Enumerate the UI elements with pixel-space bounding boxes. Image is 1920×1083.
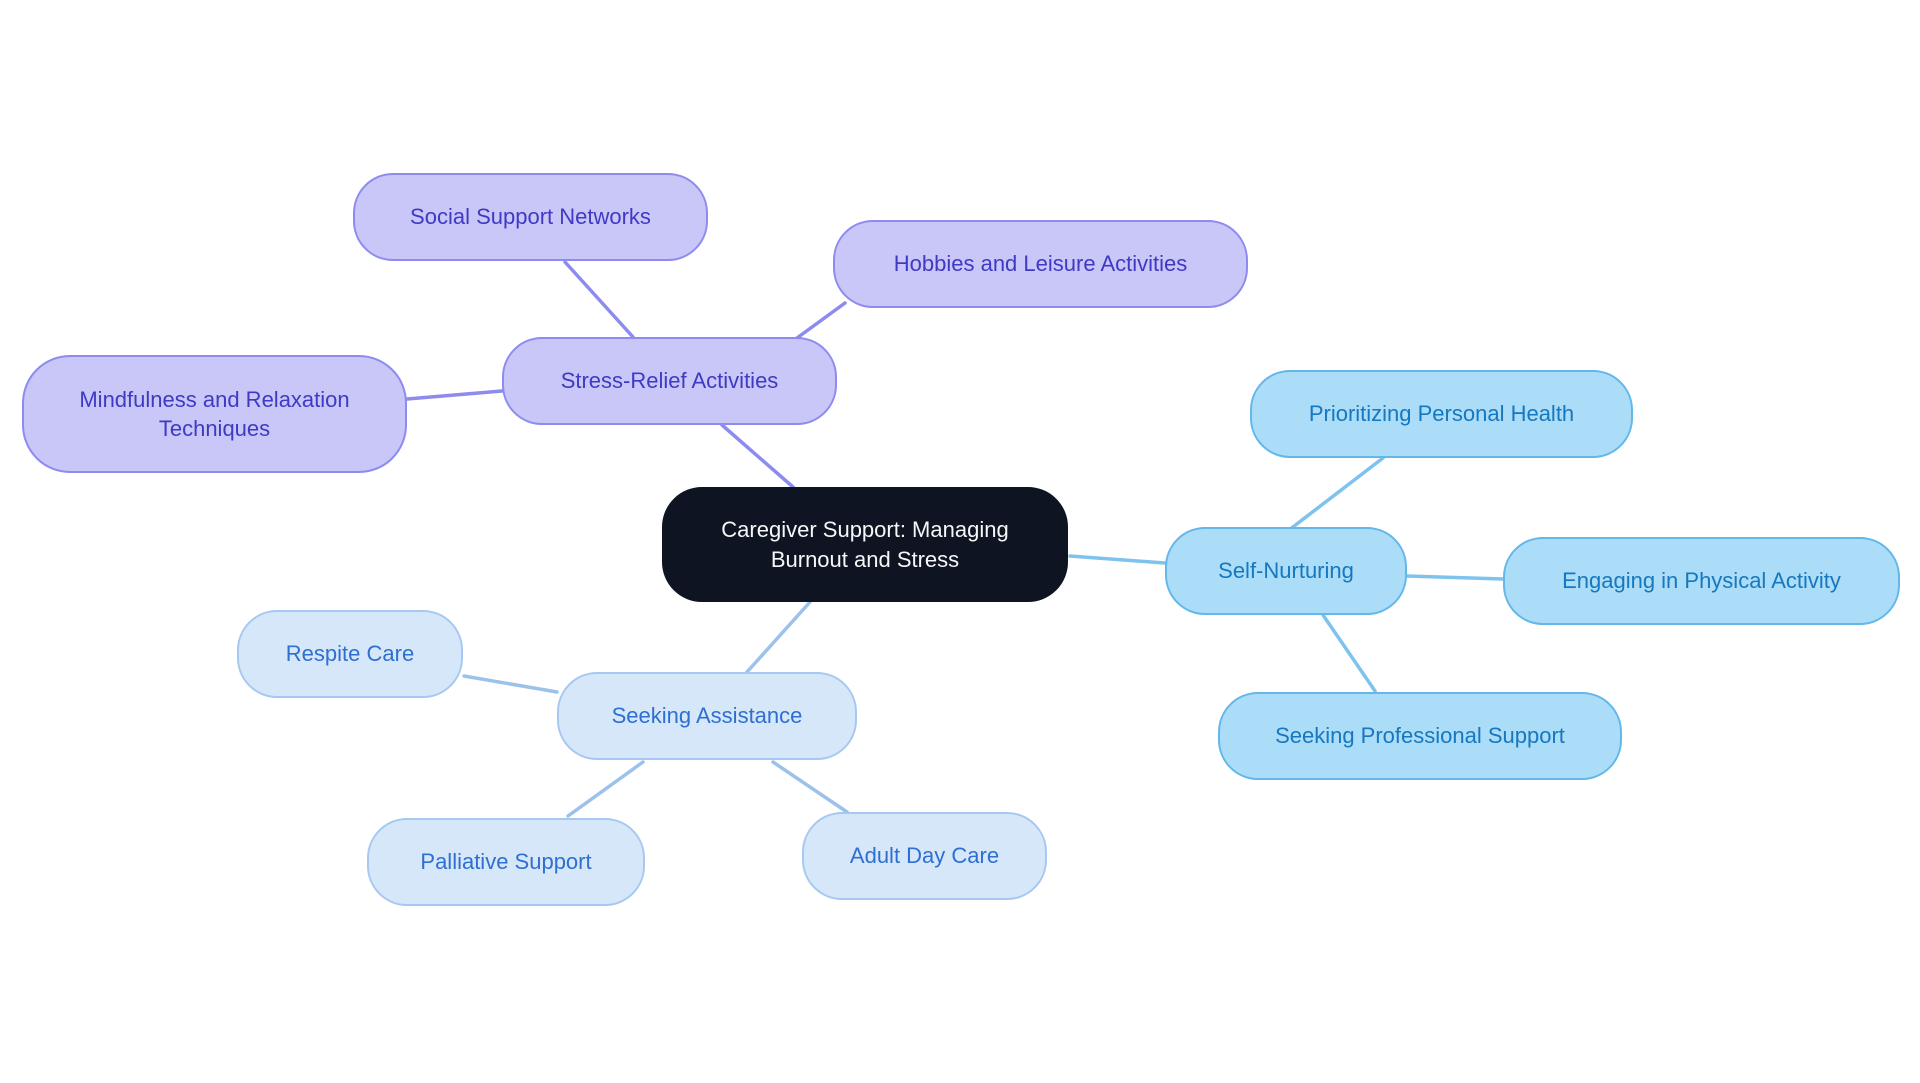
node-self-nurturing[interactable]: Self-Nurturing: [1165, 527, 1407, 615]
edge-seeking-assistance-to-adult-day-care: [771, 760, 849, 814]
edge-seeking-assistance-to-palliative-support: [566, 760, 645, 818]
node-label: Caregiver Support: Managing Burnout and …: [721, 517, 1009, 572]
edge-self-nurturing-to-physical-activity: [1405, 574, 1505, 581]
node-label: Self-Nurturing: [1218, 558, 1354, 584]
node-stress-relief[interactable]: Stress-Relief Activities: [502, 337, 837, 425]
node-prioritizing-health[interactable]: Prioritizing Personal Health: [1250, 370, 1633, 458]
edge-self-nurturing-to-professional-support: [1321, 613, 1377, 693]
edge-stress-relief-to-center: [720, 423, 795, 489]
edge-mindfulness-to-stress-relief: [405, 389, 504, 401]
edge-center-to-self-nurturing: [1068, 554, 1167, 565]
node-label: Mindfulness and Relaxation Techniques: [79, 386, 350, 441]
node-professional-support[interactable]: Seeking Professional Support: [1218, 692, 1622, 780]
node-label: Social Support Networks: [410, 204, 651, 230]
node-hobbies-leisure[interactable]: Hobbies and Leisure Activities: [833, 220, 1248, 308]
node-label: Palliative Support: [420, 849, 592, 875]
node-physical-activity[interactable]: Engaging in Physical Activity: [1503, 537, 1900, 625]
node-label: Stress-Relief Activities: [560, 368, 779, 394]
node-label: Hobbies and Leisure Activities: [893, 251, 1188, 277]
node-label: Engaging in Physical Activity: [1562, 568, 1841, 594]
node-label: Prioritizing Personal Health: [1308, 401, 1575, 427]
node-adult-day-care[interactable]: Adult Day Care: [802, 812, 1047, 900]
node-label: Respite Care: [285, 641, 415, 667]
node-label: Adult Day Care: [849, 843, 1000, 869]
edge-hobbies-leisure-to-stress-relief: [795, 301, 847, 340]
edge-respite-care-to-seeking-assistance: [462, 674, 559, 694]
node-palliative-support[interactable]: Palliative Support: [367, 818, 645, 906]
node-label: Seeking Assistance: [611, 703, 803, 729]
node-social-support[interactable]: Social Support Networks: [353, 173, 708, 261]
edge-social-support-to-stress-relief: [563, 260, 635, 339]
node-center[interactable]: Caregiver Support: Managing Burnout and …: [662, 487, 1068, 602]
node-label: Seeking Professional Support: [1275, 723, 1565, 749]
edge-prioritizing-health-to-self-nurturing: [1287, 456, 1385, 532]
node-seeking-assistance[interactable]: Seeking Assistance: [557, 672, 857, 760]
edge-center-to-seeking-assistance: [745, 600, 812, 674]
node-mindfulness[interactable]: Mindfulness and Relaxation Techniques: [22, 355, 407, 473]
node-respite-care[interactable]: Respite Care: [237, 610, 463, 698]
